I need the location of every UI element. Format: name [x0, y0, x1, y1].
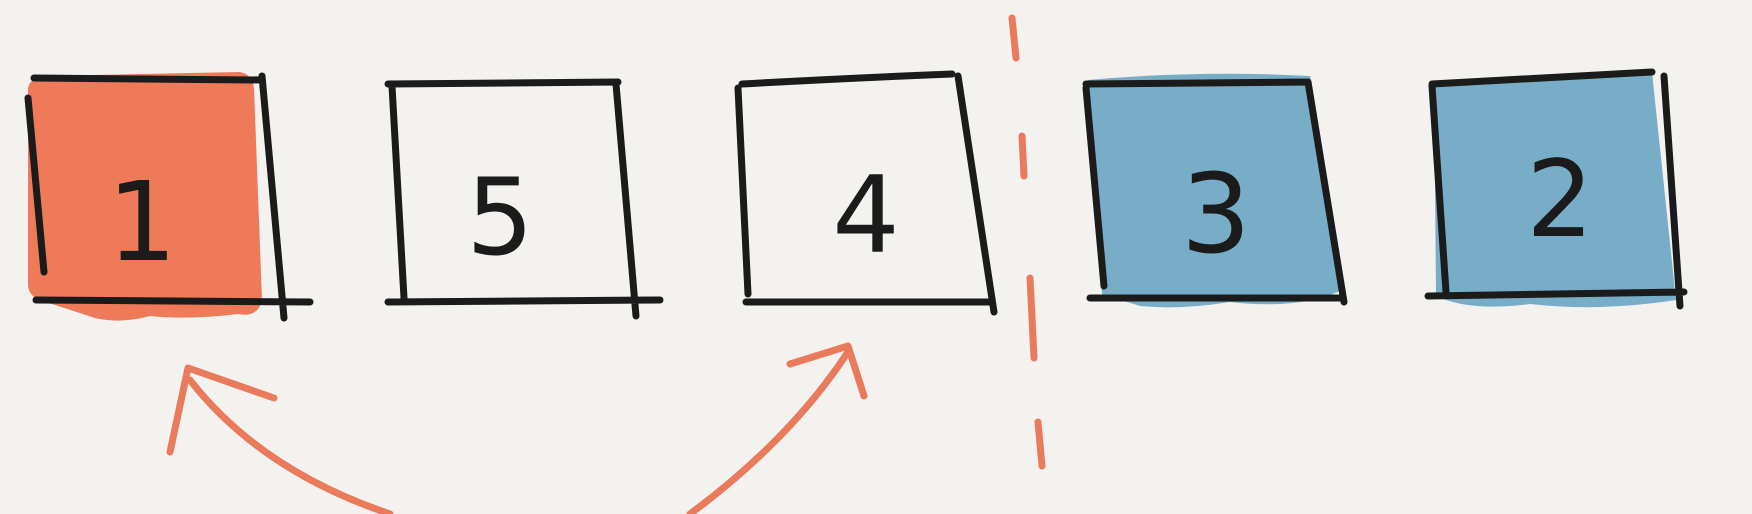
- box-1-fill: [28, 72, 262, 321]
- box-5-label: 2: [1526, 138, 1593, 261]
- box-4-fill: [1088, 73, 1342, 308]
- box-2-label: 5: [466, 156, 533, 279]
- box-1-border: [24, 72, 314, 322]
- dashed-divider: [1008, 14, 1046, 470]
- arrowhead-right-icon: [786, 342, 868, 400]
- swap-arrow-curve: [186, 348, 852, 514]
- box-1: 1: [24, 72, 314, 322]
- box-5-border: [1424, 68, 1688, 310]
- arrowhead-left-icon: [166, 364, 278, 456]
- swap-arrow: [166, 342, 868, 514]
- box-2-border: [384, 78, 664, 320]
- box-3-label: 4: [832, 154, 899, 277]
- box-3: 4: [734, 70, 998, 316]
- box-1-label: 1: [107, 158, 177, 286]
- box-4-border: [1082, 78, 1348, 306]
- box-3-border: [734, 70, 998, 316]
- box-5-fill: [1434, 72, 1676, 308]
- box-5: 2: [1424, 68, 1688, 310]
- box-4: 3: [1082, 73, 1348, 308]
- box-4-label: 3: [1181, 150, 1251, 278]
- box-2: 5: [384, 78, 664, 320]
